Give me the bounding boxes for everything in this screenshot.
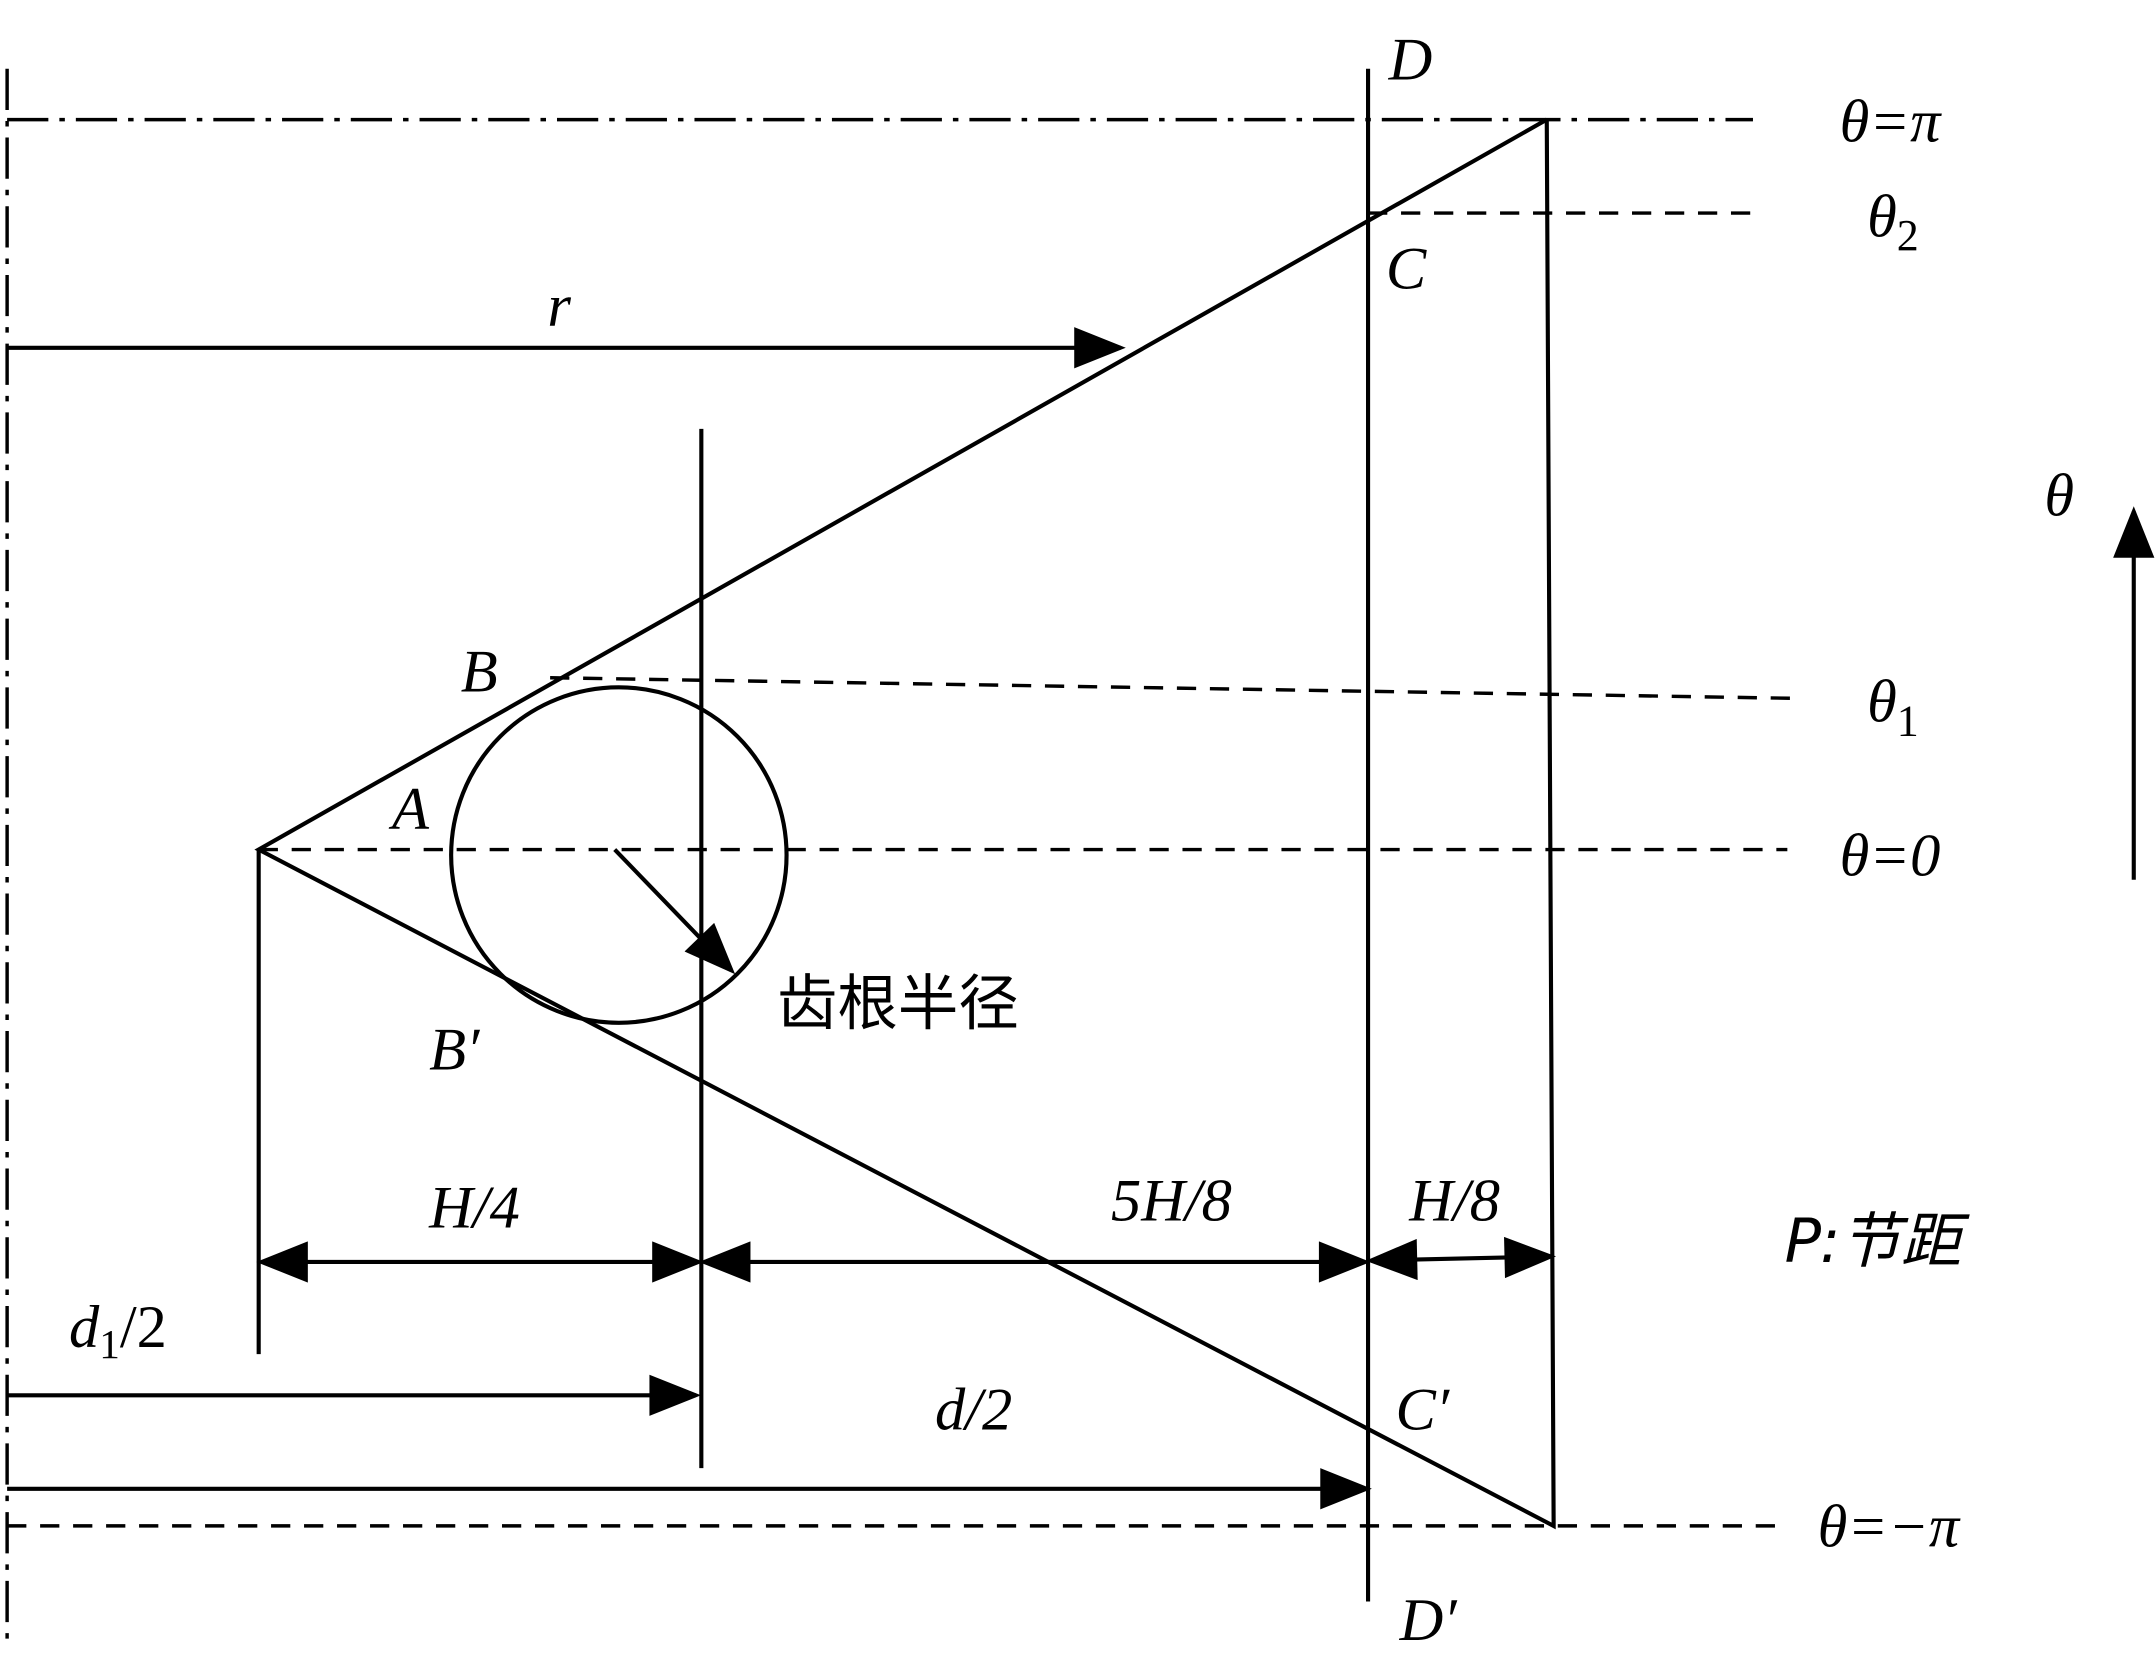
label-C-prime: C′ [1396,1377,1450,1444]
label-5H8: 5H/8 [1111,1168,1232,1235]
theta-1-line [550,676,1795,701]
H8-dimension [1365,1236,1557,1281]
theta-2-symbol: θ [1867,183,1897,250]
label-d1-half: d1/2 [69,1294,167,1367]
d1-rest: /2 [120,1294,167,1361]
label-theta-axis: θ [2044,463,2074,530]
label-B: B [461,638,498,705]
label-C: C [1386,236,1427,303]
label-B-prime: B′ [429,1017,480,1084]
label-H4: H/4 [428,1175,520,1242]
theta-1-symbol: θ [1867,669,1897,736]
label-r: r [547,273,571,340]
label-theta-2: θ2 [1867,183,1919,260]
d1-subscript: 1 [99,1321,120,1367]
theta-2-subscript: 2 [1897,211,1919,260]
label-pitch: P:节距 [1785,1207,1970,1277]
d1-symbol: d [69,1294,100,1361]
label-theta-0: θ=0 [1840,823,1941,890]
root-circle [449,685,789,1025]
theta-pi-text: θ=π [1840,89,1943,156]
label-H8: H/8 [1408,1168,1500,1235]
label-D: D [1388,27,1433,94]
root-radius-arrow [613,848,736,975]
label-root-radius: 齿根半径 [777,969,1019,1039]
label-A: A [388,776,430,843]
label-theta-1: θ1 [1867,669,1919,746]
label-theta-neg-pi: θ=−π [1818,1494,1961,1561]
label-d-half: d/2 [935,1377,1012,1444]
thread-profile-triangle [254,117,1556,1530]
theta-1-subscript: 1 [1897,696,1919,745]
label-theta-pi: θ=π [1840,89,1943,156]
label-D-prime: D′ [1399,1587,1458,1654]
